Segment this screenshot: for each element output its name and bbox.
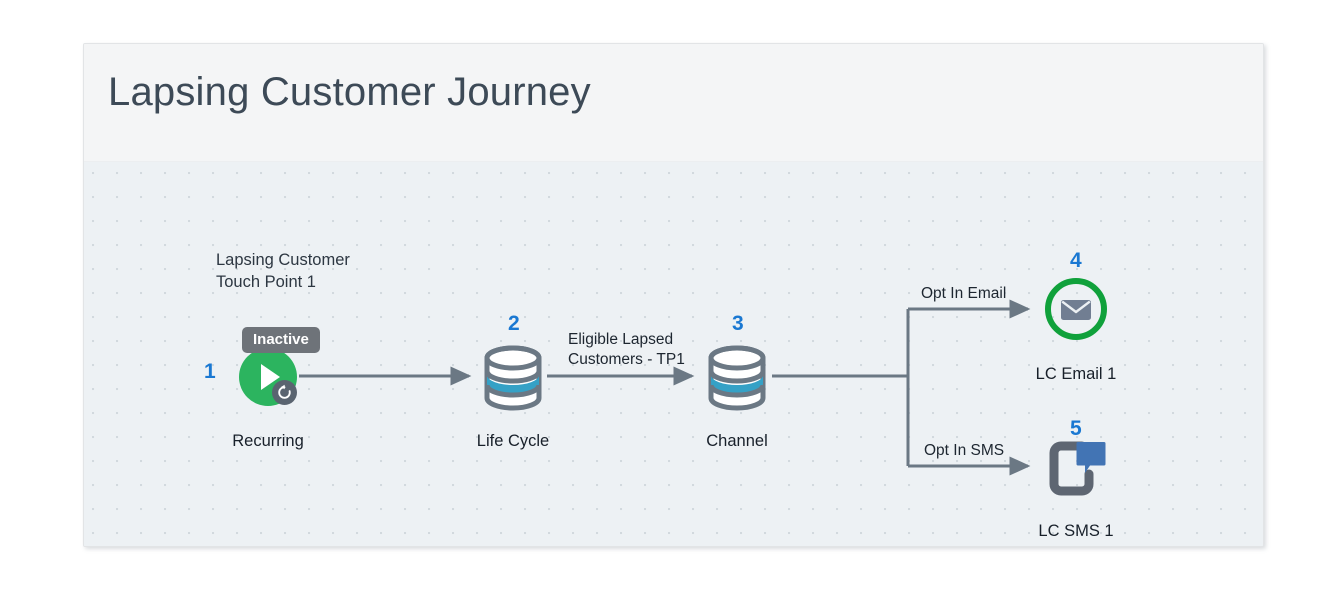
edge-label-opt-in-email: Opt In Email xyxy=(921,285,1007,302)
node-label-lc-sms-1: LC SMS 1 xyxy=(1038,522,1114,540)
database-icon[interactable] xyxy=(705,344,769,417)
status-badge: Inactive xyxy=(242,327,320,353)
recurring-refresh-icon xyxy=(272,380,297,405)
edge-label-line-1: Eligible Lapsed xyxy=(568,331,674,348)
touchpoint-caption-line-2: Touch Point 1 xyxy=(216,273,316,291)
card-header: Lapsing Customer Journey xyxy=(84,44,1263,162)
node-label-lc-email-1: LC Email 1 xyxy=(1035,365,1117,383)
node-number-4: 4 xyxy=(1070,249,1082,272)
database-icon[interactable] xyxy=(481,344,545,417)
page-title: Lapsing Customer Journey xyxy=(108,70,591,114)
journey-card: Lapsing Customer Journey xyxy=(83,43,1264,547)
diagram-canvas[interactable]: Eligible Lapsed Customers - TP1 Opt In E… xyxy=(84,162,1263,546)
node-number-5: 5 xyxy=(1070,417,1082,440)
node-number-3: 3 xyxy=(732,312,744,335)
node-label-recurring: Recurring xyxy=(232,432,304,450)
node-label-life-cycle: Life Cycle xyxy=(476,432,550,450)
edge-label-eligible-lapsed: Eligible Lapsed Customers - TP1 xyxy=(568,330,685,370)
node-number-2: 2 xyxy=(508,312,520,335)
node-number-1: 1 xyxy=(204,360,216,383)
edge-label-line-2: Customers - TP1 xyxy=(568,351,685,368)
touchpoint-caption: Lapsing Customer Touch Point 1 xyxy=(216,249,350,293)
node-label-channel: Channel xyxy=(706,432,768,450)
edge-label-opt-in-sms: Opt In SMS xyxy=(924,442,1005,459)
touchpoint-caption-line-1: Lapsing Customer xyxy=(216,251,350,269)
sms-chat-icon[interactable] xyxy=(1042,434,1108,505)
envelope-icon[interactable] xyxy=(1045,278,1107,340)
